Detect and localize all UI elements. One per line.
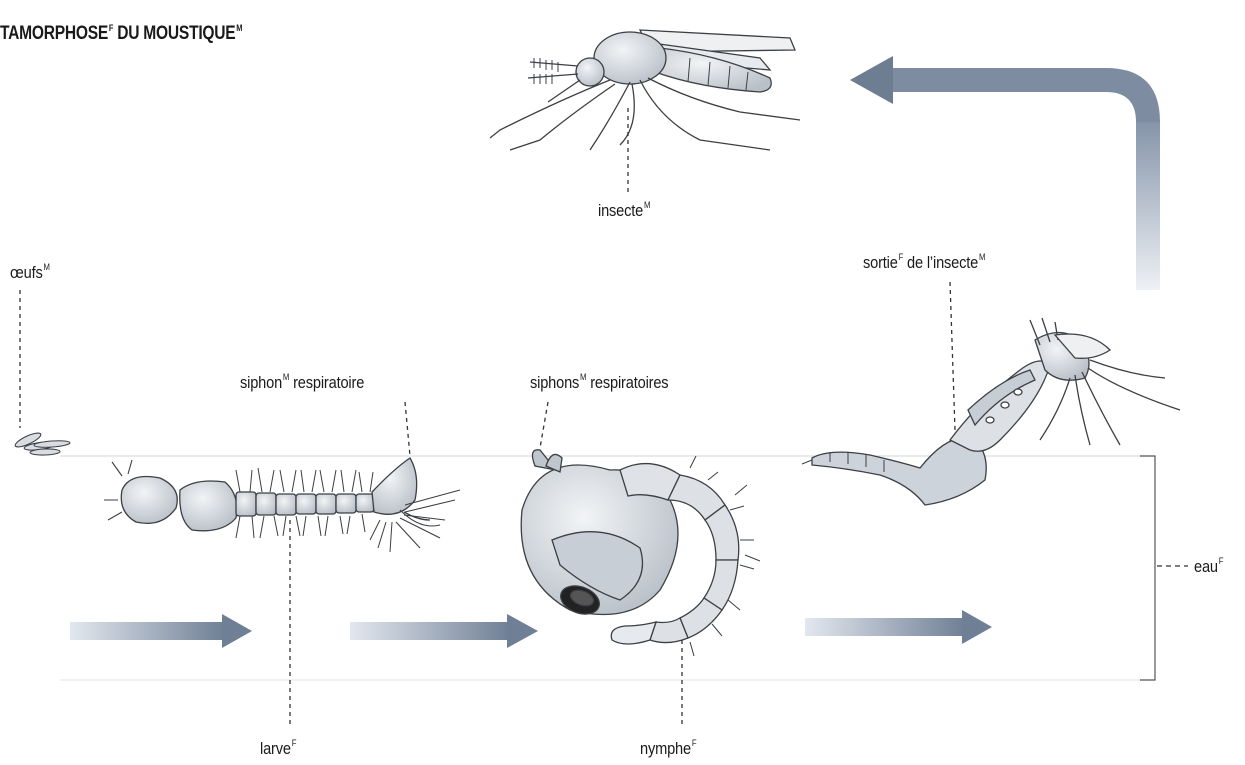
emerging-adult-illustration — [802, 282, 1180, 505]
label-insect-exit: sortieF de l’insecteM — [863, 252, 985, 273]
label-larva: larveF — [260, 738, 296, 759]
adult-mosquito-illustration — [490, 30, 800, 192]
diagram-title: TAMORPHOSEF DU MOUSTIQUEM — [0, 23, 242, 45]
larva-illustration — [104, 402, 460, 728]
label-eggs: œufsM — [10, 262, 50, 283]
label-water: eauF — [1194, 556, 1223, 577]
label-respiratory-siphon: siphonM respiratoire — [240, 372, 364, 393]
progress-arrow-1 — [70, 614, 252, 648]
progress-arrow-3 — [805, 610, 992, 644]
label-pupa: nympheF — [640, 738, 696, 759]
water-bracket — [1140, 456, 1155, 680]
pupa-illustration — [521, 402, 760, 728]
eggs-illustration — [14, 290, 71, 456]
label-insect: insecteM — [598, 200, 650, 221]
progress-arrow-2 — [350, 614, 538, 648]
label-respiratory-siphons: siphonsM respiratoires — [530, 372, 668, 393]
